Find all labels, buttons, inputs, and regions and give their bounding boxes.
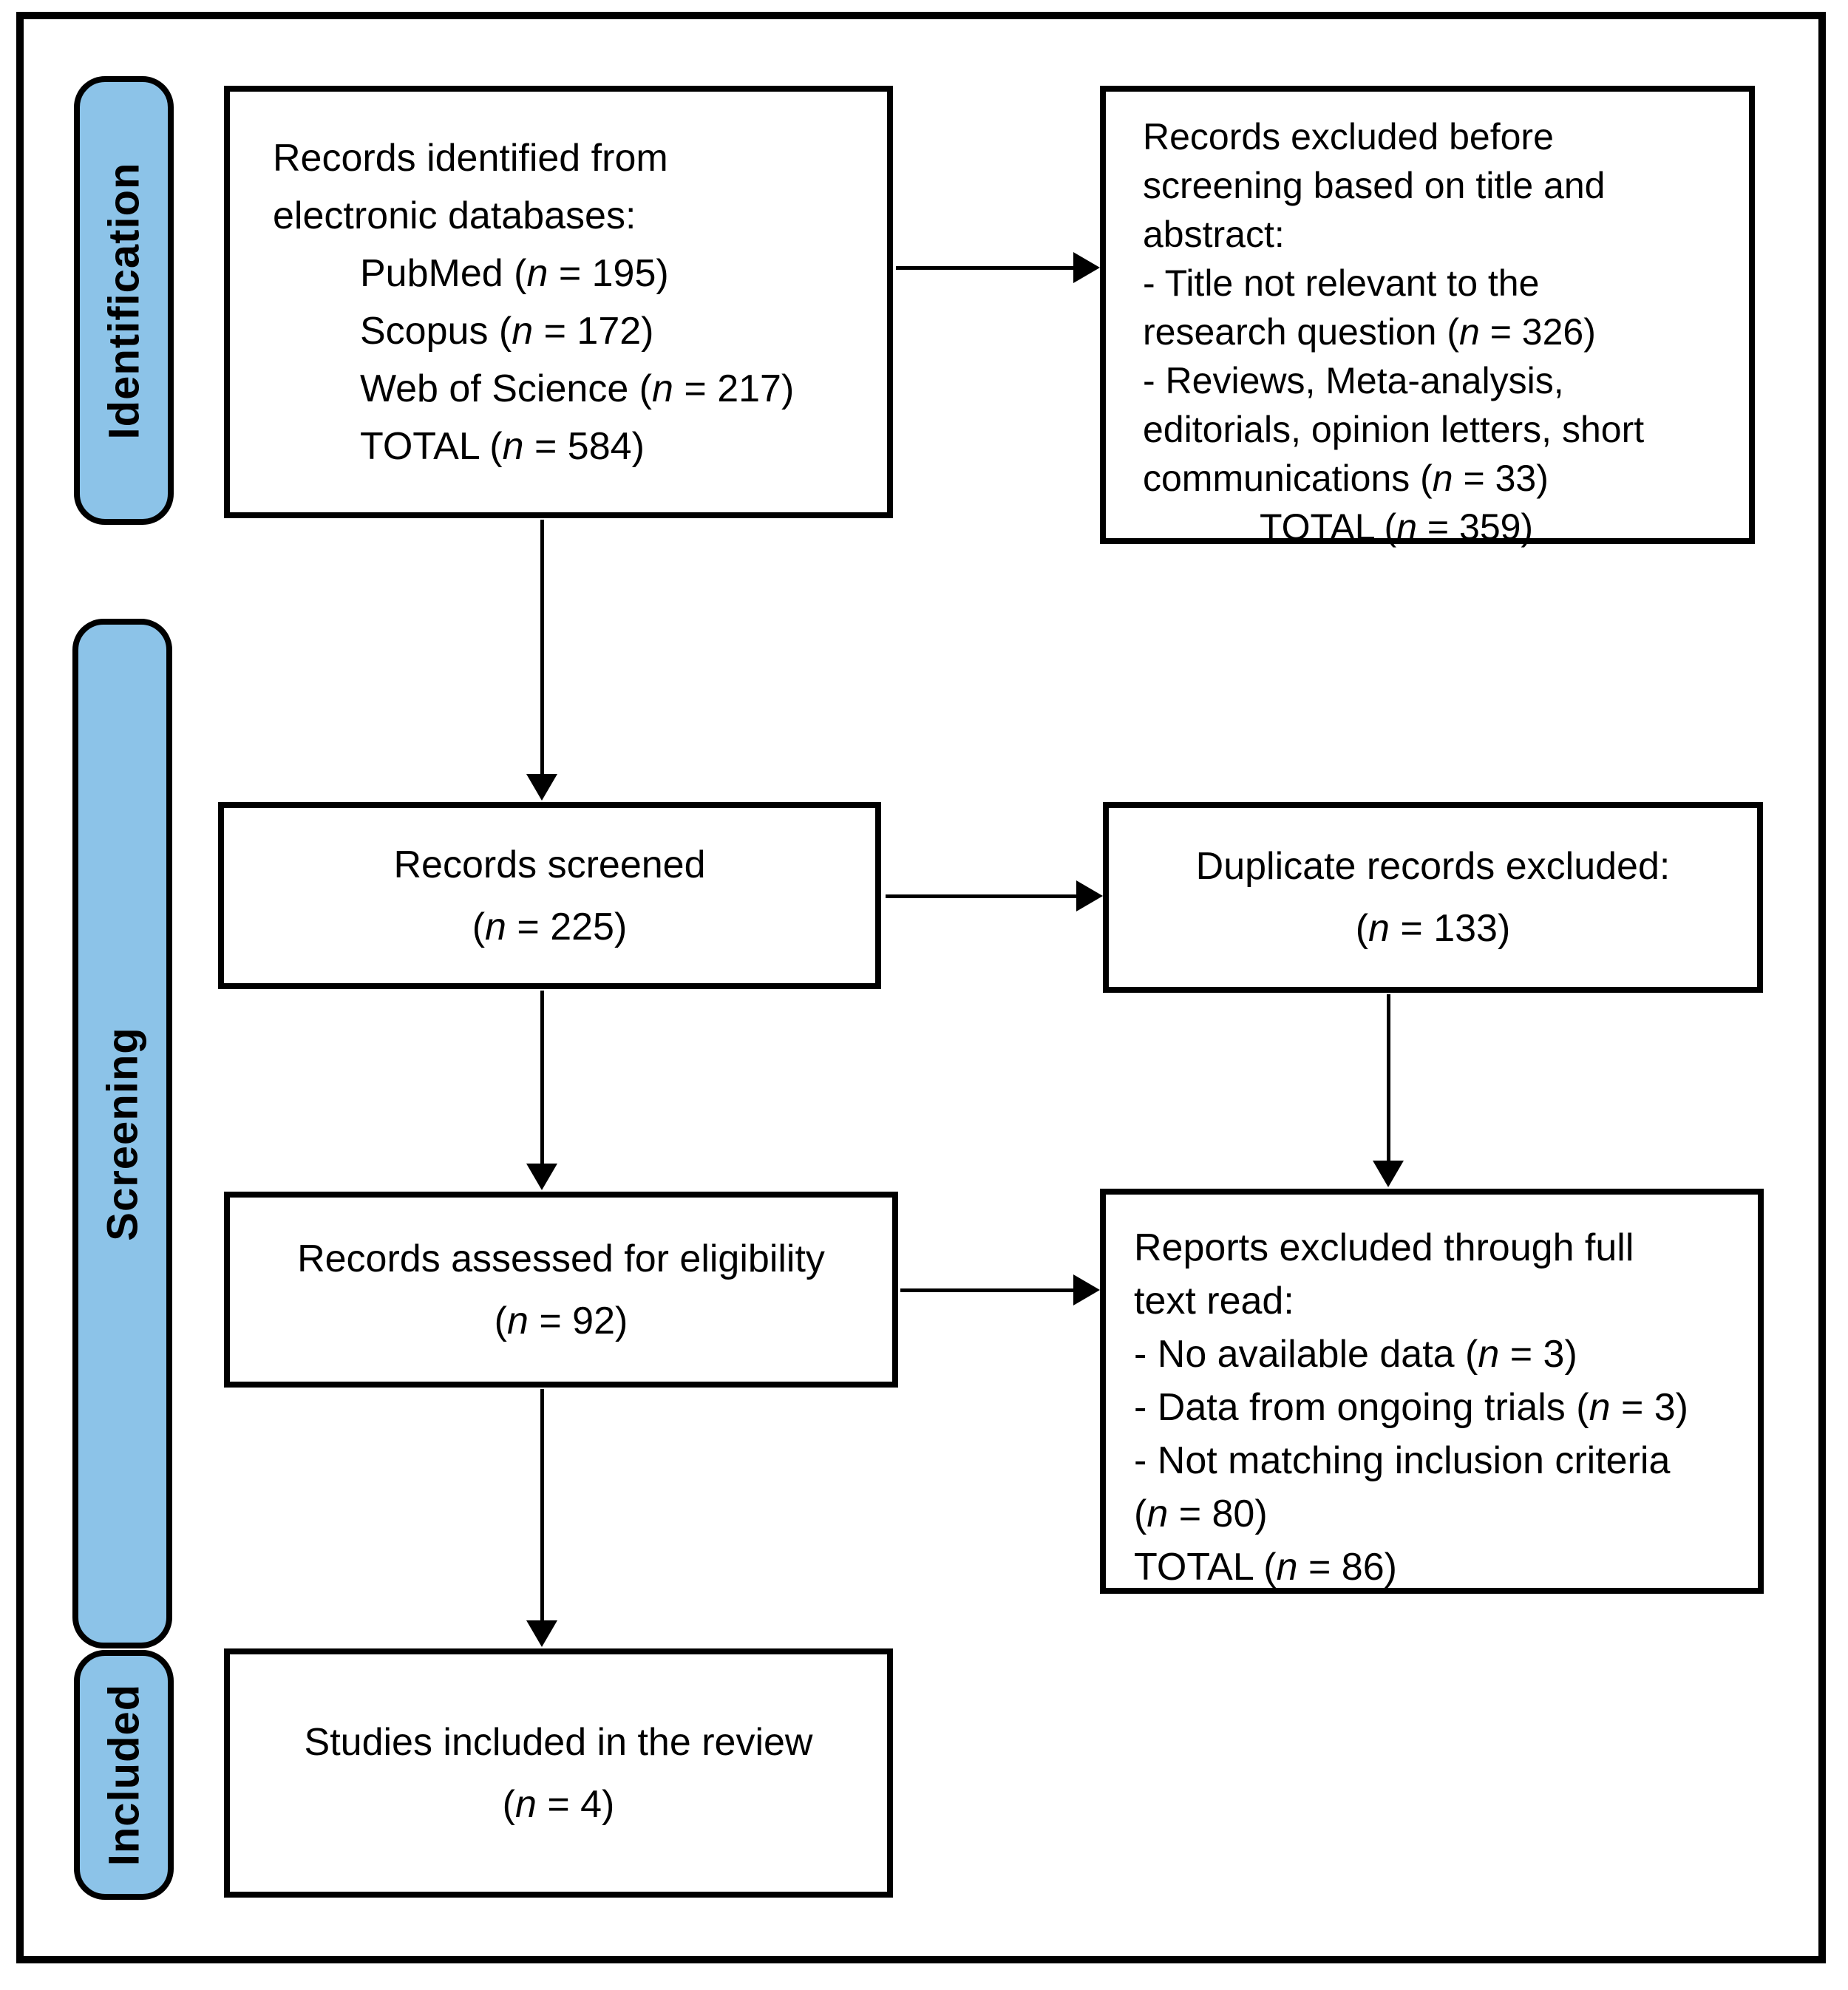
arrow-head-down-icon: [526, 1164, 557, 1190]
box-text-line: TOTAL (n = 86): [1134, 1546, 1397, 1589]
stage-label-screening-text: Screening: [98, 1026, 146, 1241]
box-text-line: electronic databases:: [273, 194, 636, 237]
arrow-head-right-icon: [1076, 880, 1103, 911]
box-text-line: Studies included in the review: [304, 1720, 813, 1764]
box-text-line: screening based on title and: [1143, 165, 1606, 206]
arrow-head-right-icon: [1073, 252, 1100, 283]
box-records-screened: Records screened (n = 225): [218, 802, 881, 989]
box-text-line: Reports excluded through full: [1134, 1226, 1634, 1269]
box-text-line: abstract:: [1143, 214, 1285, 255]
box-text-line: - No available data (n = 3): [1134, 1333, 1577, 1376]
arrow-head-down-icon: [526, 774, 557, 801]
arrow-screened-to-assessed: [526, 991, 558, 1190]
arrow-head-down-icon: [526, 1620, 557, 1647]
box-text-line: Records screened: [393, 843, 706, 886]
arrow-head-down-icon: [1373, 1161, 1404, 1187]
arrow-shaft: [900, 1288, 1078, 1292]
stage-label-screening: Screening: [72, 619, 172, 1648]
box-text-line: PubMed (n = 195): [360, 251, 669, 295]
box-text-line: (n = 92): [494, 1299, 628, 1342]
box-records-excluded-before-screening: Records excluded before screening based o…: [1100, 86, 1755, 548]
arrow-shaft: [886, 894, 1081, 898]
box-text-line: editorials, opinion letters, short: [1143, 409, 1645, 450]
arrow-shaft: [540, 991, 544, 1168]
stage-label-identification: Identification: [74, 76, 174, 525]
diagram-outer-frame: [16, 12, 1826, 1963]
box-records-assessed-eligibility: Records assessed for eligibility (n = 92): [224, 1192, 898, 1388]
box-text-line: - Data from ongoing trials (n = 3): [1134, 1386, 1688, 1429]
box-text-line: Scopus (n = 172): [360, 309, 654, 353]
box-text-line: (n = 133): [1355, 907, 1511, 950]
box-text-line: Web of Science (n = 217): [360, 367, 795, 410]
box-studies-included-review: Studies included in the review (n = 4): [224, 1648, 893, 1898]
box-text-line: text read:: [1134, 1280, 1294, 1322]
box-text-line: Records excluded before: [1143, 116, 1554, 157]
stage-label-identification-text: Identification: [100, 162, 148, 439]
stage-label-included: Included: [74, 1650, 174, 1900]
box-text-line: Records identified from: [273, 136, 668, 180]
arrow-assessed-to-full-text-excluded: [900, 1274, 1100, 1306]
box-text-line: - Not matching inclusion criteria: [1134, 1439, 1671, 1482]
box-text-line: TOTAL (n = 584): [360, 424, 645, 468]
arrow-assessed-to-included-studies: [526, 1389, 558, 1647]
box-text-line: (n = 4): [502, 1782, 615, 1826]
arrow-duplicates-to-full-text-excluded: [1372, 994, 1404, 1187]
arrow-shaft: [540, 1389, 544, 1625]
box-text-line: - Reviews, Meta-analysis,: [1143, 360, 1564, 401]
box-text-line: - Title not relevant to the: [1143, 262, 1540, 304]
box-text-line: Duplicate records excluded:: [1195, 845, 1671, 888]
box-text-line: research question (n = 326): [1143, 311, 1596, 353]
arrow-shaft: [540, 520, 544, 778]
arrow-screened-to-duplicates: [886, 880, 1103, 912]
arrow-identified-to-screened: [526, 520, 558, 801]
arrow-head-right-icon: [1073, 1274, 1100, 1305]
arrow-identified-to-excluded-before: [896, 251, 1100, 284]
stage-label-included-text: Included: [100, 1683, 148, 1867]
arrow-shaft: [896, 265, 1078, 270]
box-reports-excluded-full-text: Reports excluded through full text read: -…: [1100, 1189, 1764, 1594]
box-text-line: communications (n = 33): [1143, 458, 1549, 499]
box-text-line: TOTAL (n = 359): [1260, 506, 1534, 548]
arrow-shaft: [1386, 994, 1390, 1165]
box-records-identified: Records identified from electronic databa…: [224, 86, 893, 518]
box-text-line: (n = 80): [1134, 1492, 1268, 1535]
box-text-line: Records assessed for eligibility: [297, 1237, 825, 1280]
box-text-line: (n = 225): [472, 905, 628, 948]
box-duplicate-records-excluded: Duplicate records excluded: (n = 133): [1103, 802, 1763, 993]
